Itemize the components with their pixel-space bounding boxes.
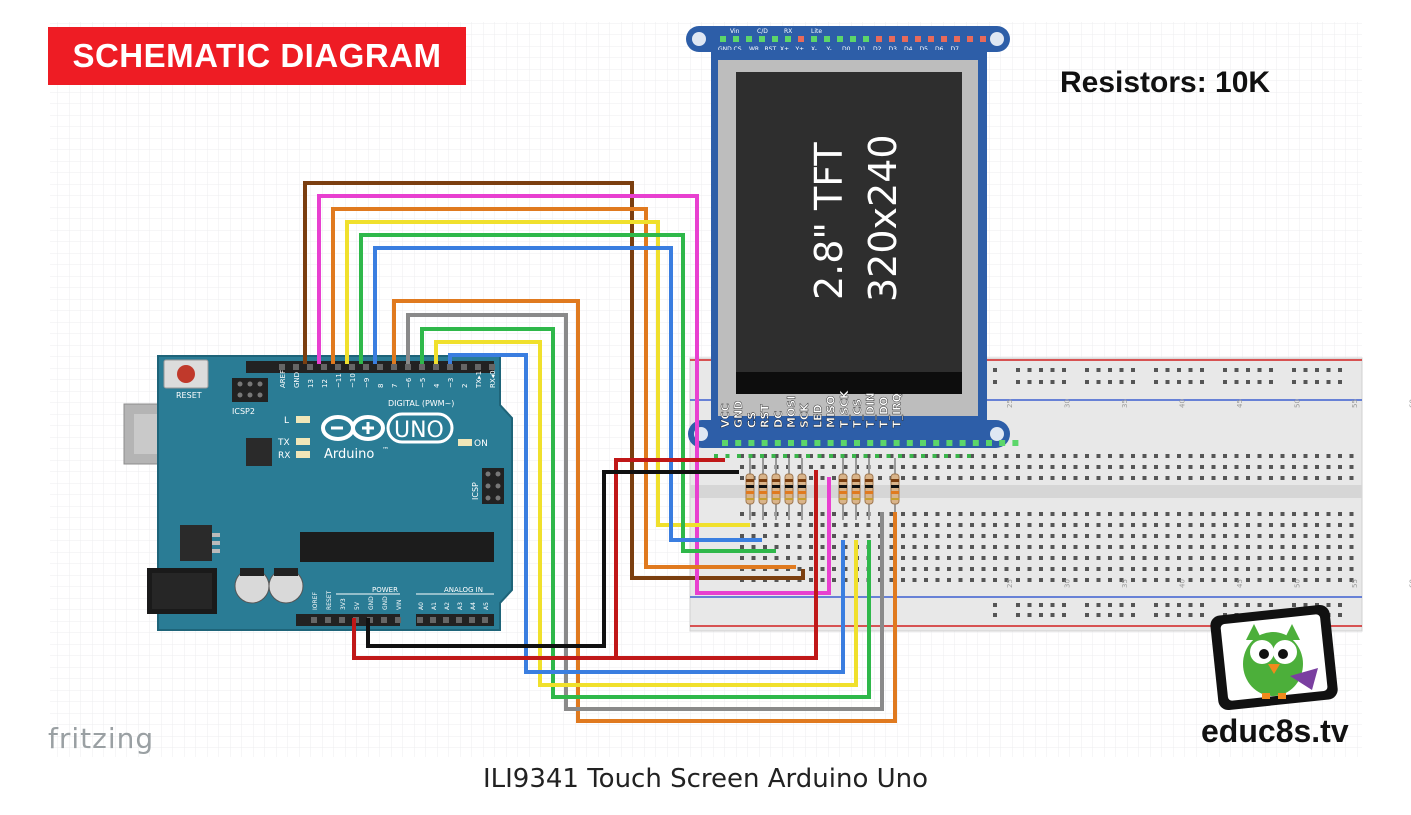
- voltage-regulator: [180, 525, 212, 561]
- led-l-label: L: [284, 416, 289, 426]
- digital-pin-label: 8: [377, 384, 385, 388]
- breadboard-column-number: 50: [1294, 579, 1302, 588]
- breadboard-column-number: 25: [1006, 579, 1014, 588]
- tft-pin-label: LED: [811, 404, 824, 428]
- breadboard-column-number: 45: [1236, 399, 1244, 408]
- power-pin-label: GND: [368, 596, 375, 610]
- breadboard-column-number: 30: [1064, 399, 1072, 408]
- digital-pin-label: ~9: [363, 378, 371, 388]
- digital-label: DIGITAL (PWM~): [388, 399, 454, 408]
- tft-pin-label: T_IRQ: [891, 393, 904, 428]
- tft-pin-label: RST: [759, 404, 772, 428]
- analog-pin-label: A3: [457, 602, 464, 610]
- digital-pin-label: ~3: [447, 378, 455, 388]
- led-on-label: ON: [474, 439, 488, 449]
- led-tx-label: TX: [277, 438, 290, 448]
- reset-label: RESET: [176, 391, 202, 400]
- power-label: POWER: [372, 586, 398, 594]
- analog-pin-label: A4: [470, 602, 477, 610]
- tft-top-label: Lite: [811, 28, 822, 35]
- tft-pin-label: MISO: [825, 396, 838, 428]
- analog-pin-label: A2: [444, 602, 451, 610]
- power-pin-label: VIN: [396, 600, 403, 610]
- educ8s-owl-logo: [1209, 604, 1338, 711]
- tft-pin-label: VCC: [719, 403, 732, 428]
- digital-pin-label: ~5: [419, 378, 427, 388]
- icsp-header: [482, 468, 504, 504]
- icsp-label: ICSP: [471, 482, 480, 500]
- fritzing-watermark: fritzing: [48, 722, 154, 755]
- analog-pin-label: A5: [483, 602, 490, 610]
- breadboard-column-number: 40: [1179, 579, 1187, 588]
- tft-pin-label: T_DIN: [864, 393, 877, 428]
- power-pin-label: IOREF: [312, 592, 319, 610]
- power-pin-label: 5V: [354, 601, 361, 610]
- breadboard-column-number: 30: [1064, 579, 1072, 588]
- atmega-chip: [300, 532, 494, 562]
- small-chip: [246, 438, 272, 466]
- breadboard-column-number: 40: [1179, 399, 1187, 408]
- digital-pin-label: 2: [461, 384, 469, 388]
- breadboard-column-number: 35: [1121, 399, 1129, 408]
- tft-pin-label: T_CS: [851, 399, 864, 428]
- tft-pin-label: T_SCK: [838, 390, 851, 428]
- analog-label: ANALOG IN: [444, 586, 483, 594]
- digital-pin-label: AREF: [279, 370, 287, 388]
- breadboard-column-number: 45: [1236, 579, 1244, 588]
- digital-pin-label: ~6: [405, 377, 413, 388]
- breadboard-column-number: 55: [1351, 399, 1359, 408]
- digital-pin-label: TX▸1: [475, 371, 483, 389]
- tft-pin-label: CS: [745, 412, 758, 428]
- arduino-tm: ™: [382, 446, 389, 454]
- tft-pin-label: MOSI: [785, 396, 798, 428]
- led-rx-label: RX: [278, 451, 290, 461]
- tft-top-label: C/D: [757, 28, 768, 35]
- tft-pin-label: GND: [732, 401, 745, 428]
- power-pin-label: 3V3: [340, 598, 347, 610]
- analog-pin-label: A0: [418, 602, 425, 610]
- icsp2-header: [232, 378, 268, 402]
- breadboard-column-number: 25: [1006, 399, 1014, 408]
- digital-pin-label: 4: [433, 383, 441, 388]
- digital-pin-label: ~11: [335, 373, 343, 388]
- breadboard-column-number: 50: [1294, 399, 1302, 408]
- tft-top-label: RX: [784, 28, 792, 35]
- breadboard-column-number: 35: [1121, 579, 1129, 588]
- resistor-note: Resistors: 10K: [1060, 66, 1270, 100]
- digital-pin-label: GND: [293, 372, 301, 388]
- educ8s-brand: educ8s.tv: [1201, 713, 1349, 750]
- power-pin-label: GND: [382, 596, 389, 610]
- digital-pin-label: 13: [307, 379, 315, 388]
- diagram-caption: ILI9341 Touch Screen Arduino Uno: [0, 764, 1411, 794]
- breadboard-column-number: 55: [1351, 579, 1359, 588]
- digital-pin-label: 12: [321, 379, 329, 388]
- uno-logo-text: UNO: [394, 418, 444, 443]
- tft-screen-line1: 2.8" TFT: [807, 142, 851, 300]
- tft-pin-label: SCK: [798, 403, 811, 428]
- icsp2-label: ICSP2: [232, 407, 255, 416]
- digital-pin-label: 7: [391, 384, 399, 388]
- power-pin-label: RESET: [326, 590, 333, 610]
- digital-pin-label: RX◂0: [489, 370, 497, 388]
- digital-pin-label: ~10: [349, 373, 357, 388]
- tft-top-label: Vin: [730, 28, 740, 35]
- arduino-brand-text: Arduino: [324, 447, 374, 462]
- analog-pin-label: A1: [431, 602, 438, 610]
- tft-screen-line2: 320x240: [861, 134, 905, 302]
- tft-pin-label: T_DO: [877, 397, 890, 429]
- title-badge: SCHEMATIC DIAGRAM: [48, 27, 466, 85]
- tft-pin-label: DC: [772, 411, 785, 428]
